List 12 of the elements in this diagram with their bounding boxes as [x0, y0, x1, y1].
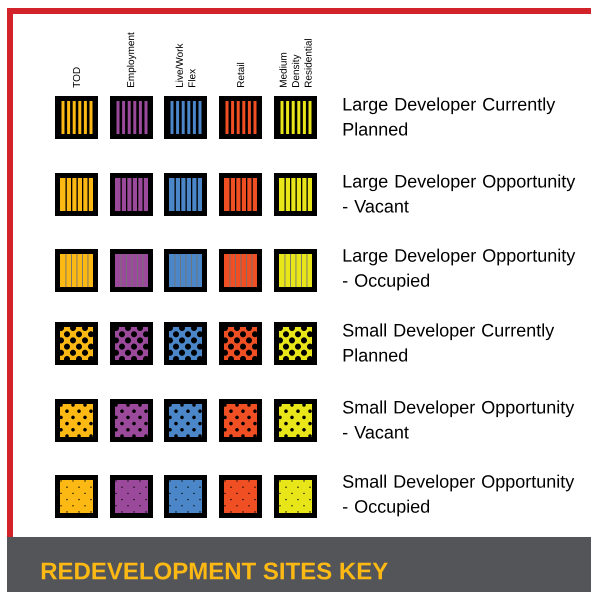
row-label: Large Developer Currently Planned: [344, 97, 556, 136]
column-header: Live/Work Flex: [176, 44, 196, 87]
column-header: Employment: [126, 32, 136, 87]
title-banner: REDEVELOPMENT SITES KEY: [7, 537, 591, 592]
column-header: TOD: [72, 67, 80, 88]
row-label: Small Developer Currently Planned: [343, 323, 554, 362]
row-label: Small Developer Opportunity - Vacant: [343, 400, 574, 439]
column-header: Retail: [236, 62, 244, 87]
row-label: Small Developer Opportunity - Occupied: [343, 474, 574, 516]
row-label: Large Developer Opportunity - Occupied: [343, 248, 576, 290]
column-header: Medium Density Residential: [279, 39, 312, 87]
row-label: Large Developer Opportunity - Vacant: [343, 174, 576, 213]
